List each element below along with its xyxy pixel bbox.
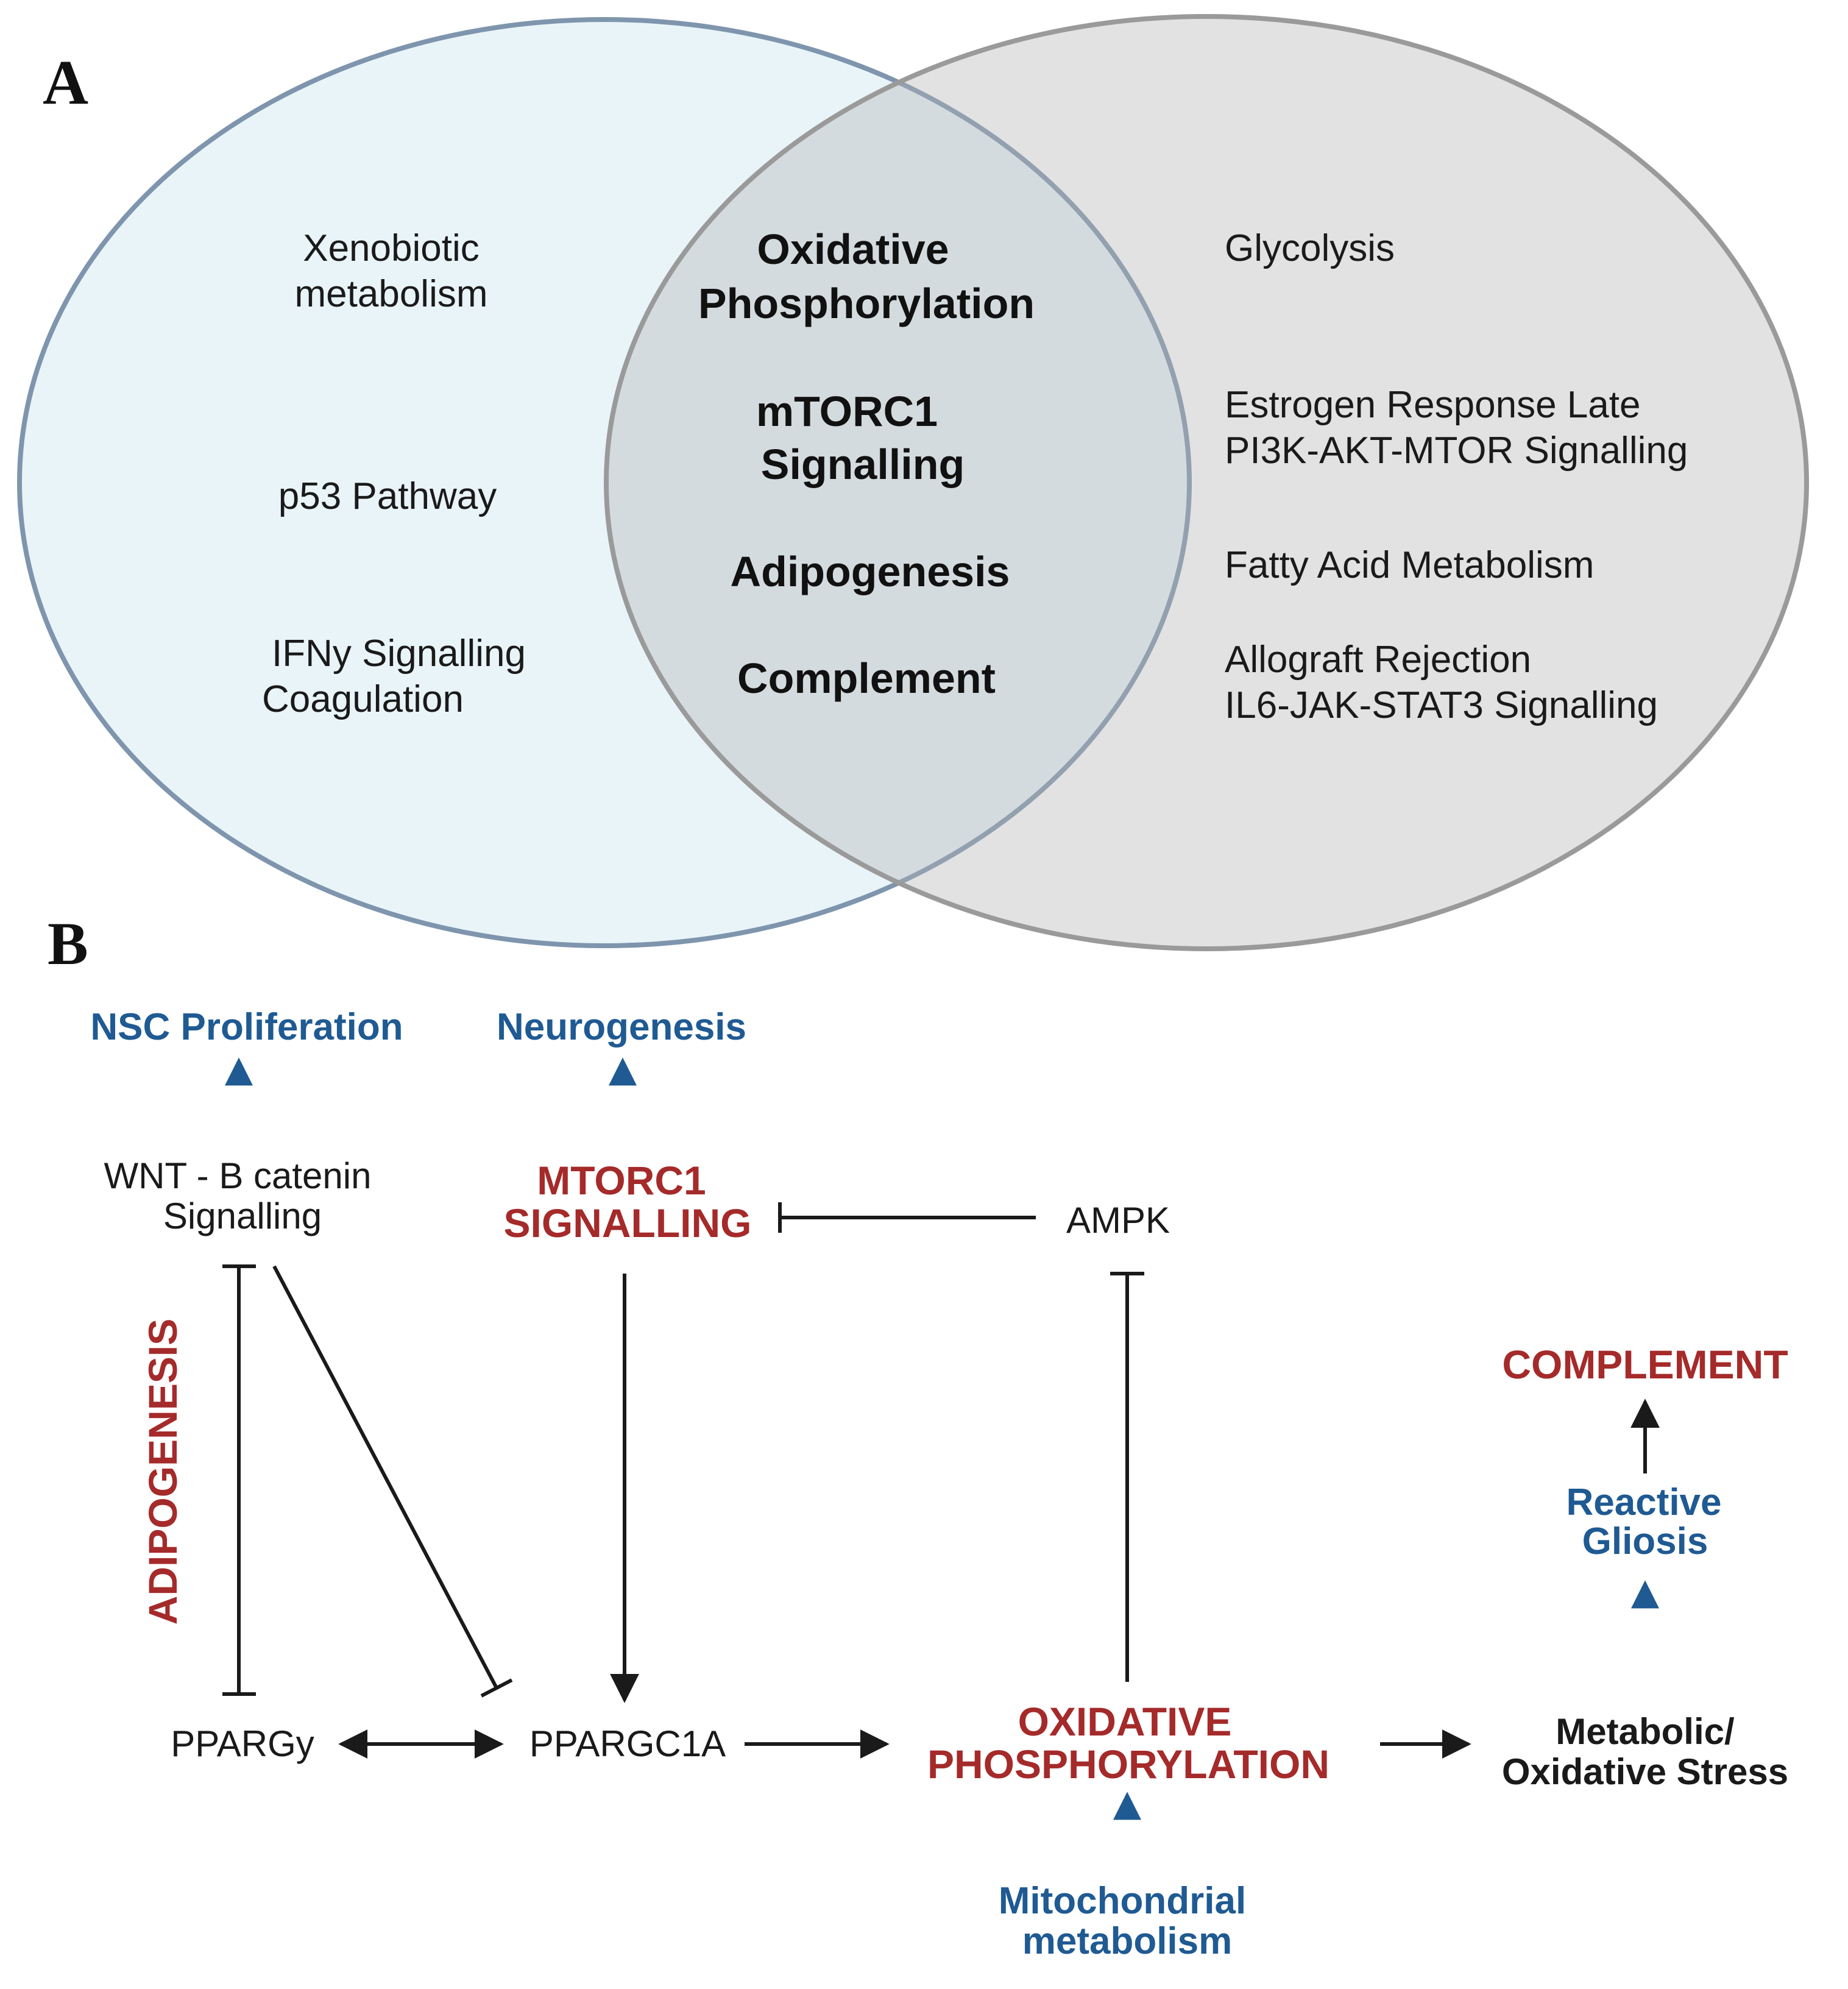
left-term: p53 Pathway [278,475,497,517]
complement-label: COMPLEMENT [1502,1342,1788,1387]
shared-term: Complement [737,654,996,702]
outcome-labels: NSC Proliferation Neurogenesis Reactive … [90,1006,1721,1962]
right-set-terms: Glycolysis Estrogen Response Late PI3K-A… [1225,227,1688,726]
reactive-gliosis-label: Gliosis [1582,1520,1708,1562]
right-term: Fatty Acid Metabolism [1225,544,1594,586]
left-set-terms: Xenobiotic metabolism p53 Pathway IFNy S… [262,227,526,720]
adipogenesis-label: ADIPOGENESIS [140,1319,185,1625]
black-edges [222,1202,1660,1759]
left-term: metabolism [295,273,488,315]
mitochondrial-metabolism-label: metabolism [1022,1920,1233,1962]
wnt-signalling-label: WNT - B catenin [104,1155,371,1196]
panel-b-label: B [48,910,88,977]
shared-term: mTORC1 [756,388,938,435]
reactive-gliosis-label: Reactive [1566,1481,1721,1523]
shared-term: Phosphorylation [698,280,1035,327]
left-term: Coagulation [262,678,464,720]
hallmark-labels: MTORC1 SIGNALLING COMPLEMENT OXIDATIVE P… [140,1158,1788,1787]
oxidative-phosphorylation-label: PHOSPHORYLATION [927,1742,1329,1787]
shared-set-terms: Oxidative Phosphorylation mTORC1 Signall… [698,225,1035,702]
panel-a: A Xenobiotic metabolism p53 Pathway IFNy… [17,14,1809,951]
inhibit-wnt-to-ppargc1a [272,1265,498,1689]
ppargy-label: PPARGy [171,1723,314,1764]
right-term: Glycolysis [1225,227,1395,269]
ampk-label: AMPK [1066,1200,1170,1241]
ppargc1a-label: PPARGC1A [529,1723,726,1764]
shared-term: Oxidative [757,225,949,273]
mtorc1-signalling-label: SIGNALLING [504,1200,752,1246]
node-labels: WNT - B catenin Signalling AMPK PPARGy P… [104,1155,1788,1792]
panel-b: B NSC Proliferation Neurogenesis Reactiv… [48,910,1788,1962]
mtorc1-signalling-label: MTORC1 [537,1158,706,1203]
inhibit-bar [480,1678,513,1698]
left-term: Xenobiotic [303,227,480,269]
left-term: IFNy Signalling [272,633,526,675]
mitochondrial-metabolism-label: Mitochondrial [999,1880,1246,1922]
metabolic-oxidative-stress-label: Oxidative Stress [1502,1751,1788,1792]
shared-term: Adipogenesis [731,548,1010,595]
right-term: PI3K-AKT-MTOR Signalling [1225,430,1688,472]
blue-arrows [225,1057,1659,1865]
shared-term: Signalling [761,441,965,488]
right-set-circle [604,14,1809,951]
oxidative-phosphorylation-label: OXIDATIVE [1018,1699,1232,1744]
right-term: IL6-JAK-STAT3 Signalling [1225,684,1658,726]
right-term: Estrogen Response Late [1225,384,1640,426]
metabolic-oxidative-stress-label: Metabolic/ [1556,1711,1735,1752]
right-term: Allograft Rejection [1225,639,1531,681]
wnt-signalling-label: Signalling [163,1196,322,1236]
neurogenesis-label: Neurogenesis [497,1006,746,1048]
panel-a-label: A [43,48,88,118]
nsc-proliferation-label: NSC Proliferation [90,1006,403,1048]
